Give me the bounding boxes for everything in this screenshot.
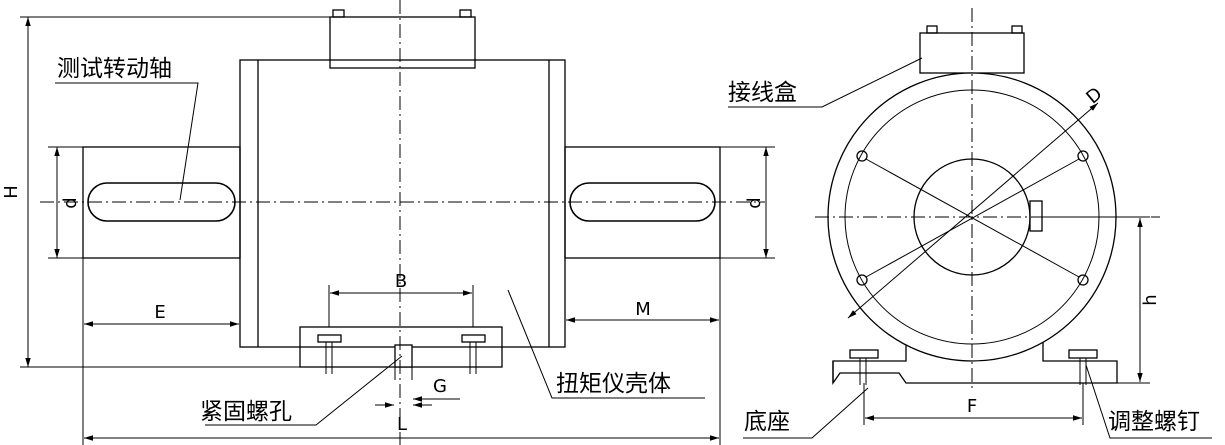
dim-L: L (375, 402, 432, 435)
label-base: 底座 (744, 409, 790, 435)
leader-adjust-screw (1085, 364, 1212, 439)
dim-E: E (82, 258, 239, 445)
top-terminal-box (329, 9, 476, 69)
dim-M: M (566, 258, 721, 445)
dim-d-right: d (720, 146, 775, 259)
dim-L-label: L (397, 414, 407, 435)
dim-B: B (328, 271, 474, 327)
label-junction-box: 接线盒 (728, 80, 797, 106)
dim-G: G (413, 376, 460, 402)
label-test-shaft: 测试转动轴 (57, 56, 172, 82)
dim-D-label: D (1082, 83, 1106, 108)
dim-M-label: M (635, 299, 651, 320)
leader-junction-box (728, 57, 923, 108)
dim-B-label: B (395, 271, 407, 292)
leader-base (743, 387, 869, 439)
leader-housing (507, 289, 705, 399)
dim-H: H (1, 16, 330, 368)
front-view: H d d E M (1, 0, 775, 445)
dim-h: h (1044, 216, 1161, 384)
leader-test-shaft (55, 82, 199, 201)
mounting-base (299, 326, 503, 380)
side-view: D h F 接线盒 底座 调整螺钉 (728, 8, 1212, 439)
fixing-hole (394, 344, 413, 368)
dim-F: F (863, 383, 1084, 425)
dim-E-label: E (154, 302, 165, 323)
label-adjust-screw: 调整螺钉 (1108, 409, 1200, 435)
leader-fix-hole (205, 355, 403, 426)
dim-H-label: H (1, 185, 22, 199)
dim-F-label: F (967, 396, 977, 417)
dim-d-left-label: d (60, 197, 81, 208)
housing-body (239, 59, 566, 348)
dim-h-label: h (1140, 294, 1161, 305)
label-housing: 扭矩仪壳体 (556, 371, 671, 397)
dim-d-left: d (48, 146, 83, 259)
dim-G-label: G (433, 376, 447, 397)
dim-d-right-label: d (744, 197, 765, 208)
label-fix-hole: 紧固螺孔 (200, 399, 292, 425)
